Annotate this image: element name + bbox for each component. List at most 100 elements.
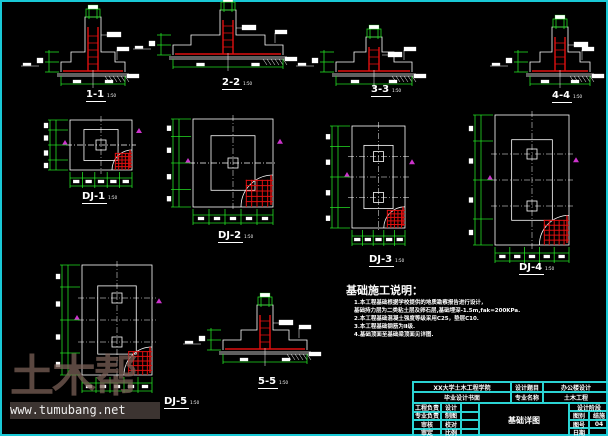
drawing-scale: 1:50 [243, 81, 253, 86]
section-2-2 [133, 0, 298, 71]
cut-line [111, 149, 133, 171]
major-label: 专业名称 [511, 392, 543, 403]
column-dim [552, 18, 568, 28]
plan-DJ-4 [468, 111, 579, 263]
callout-text [573, 41, 589, 48]
title-block-field-value [461, 420, 479, 429]
drawing-title: DJ-3 [369, 254, 393, 265]
meta-value: 04 [589, 419, 608, 429]
school-name: XX大学土木工程学院 [413, 382, 511, 392]
section-mark-icon [487, 175, 493, 180]
callout-text [581, 46, 595, 52]
footing-outline [172, 9, 284, 55]
callout-text [106, 31, 122, 38]
soil-hatch [270, 58, 276, 66]
soil-hatch [124, 75, 130, 83]
soil-hatch [286, 353, 292, 361]
soil-hatch [294, 353, 300, 361]
drawing-scale: 1:50 [108, 195, 118, 200]
drawing-title: 4-4 [552, 90, 571, 101]
section-mark-icon [185, 158, 191, 163]
note-line: 1.本工程基础根据学校提供的地质勘察报告进行设计， [354, 299, 487, 306]
topic-label: 设计题目 [511, 382, 543, 392]
cut-line [123, 346, 153, 376]
dim-text [43, 150, 49, 156]
dim-text [110, 179, 117, 184]
drawing-scale: 1:50 [279, 380, 289, 385]
stage-label: 设计阶段 [569, 403, 608, 412]
soil-hatch [266, 58, 272, 66]
dim-text [540, 79, 550, 84]
soil-hatch [585, 75, 591, 83]
dim-text [213, 216, 221, 221]
footing-outline [529, 26, 591, 72]
construction-notes: 基础施工说明： 1.本工程基础根据学校提供的地质勘察报告进行设计， 基础持力层为… [346, 284, 520, 339]
dim-text [113, 384, 121, 389]
dim-text [505, 57, 513, 64]
major-value: 土木工程 [543, 392, 608, 403]
dim-text [514, 254, 521, 259]
section-mark-icon [573, 157, 579, 163]
drawing-title: 5-5 [258, 376, 277, 387]
section-mark-icon [74, 315, 80, 320]
dim-text [325, 215, 331, 221]
callout-text [403, 46, 417, 52]
dim-text [311, 57, 319, 64]
dim-text [99, 384, 107, 389]
dim-text [55, 301, 61, 307]
drawing-title: DJ-1 [82, 191, 106, 202]
drawing-title: DJ-5 [164, 396, 188, 407]
title-block-field-label: 校对 [441, 420, 461, 429]
dim-text [281, 357, 291, 362]
soil-hatch [116, 75, 122, 83]
column-dim [85, 8, 101, 18]
title-block: XX大学土木工程学院 毕业设计书面 设计题目 办公楼设计 专业名称 土木工程 工… [412, 381, 608, 436]
dim-text [261, 216, 269, 221]
section-mark-icon [62, 140, 68, 145]
dim-text [55, 334, 61, 340]
soil-hatch [306, 353, 312, 361]
dim-text [141, 384, 149, 389]
meta-label: 日期 [569, 428, 589, 436]
dim-text [85, 179, 92, 184]
soil-hatch [581, 75, 587, 83]
soil-hatch [282, 58, 288, 66]
callout-text [591, 73, 605, 79]
drawing-title: 1-1 [86, 89, 105, 100]
column-dim [257, 296, 273, 306]
topic-value: 办公楼设计 [543, 382, 608, 392]
dim-text [222, 0, 234, 3]
soil-hatch [302, 353, 308, 361]
dim-text [148, 40, 156, 47]
dim-text [570, 79, 580, 84]
note-line: 4.基础顶面至基础梁顶面见详图. [354, 331, 434, 338]
meta-label: 图号 [569, 419, 589, 429]
dim-text [72, 79, 82, 84]
column-dim [366, 28, 382, 38]
drawing-scale: 1:50 [545, 266, 555, 271]
dim-text [385, 237, 393, 242]
dim-text [196, 62, 205, 67]
dim-text [73, 179, 80, 184]
drawing-title: 2-2 [222, 77, 241, 88]
elevation-text [297, 62, 307, 66]
notes-title: 基础施工说明： [346, 284, 423, 297]
callout-text [241, 24, 257, 31]
note-line: 3.本工程基础钢筋为Ⅱ级. [354, 323, 416, 330]
drawing-title: DJ-2 [218, 230, 242, 241]
dim-text [43, 122, 49, 129]
drawing-name: 基础详图 [479, 403, 569, 436]
dim-text [55, 361, 61, 368]
dim-text [166, 147, 172, 153]
dim-text [375, 237, 382, 242]
drawing-scale: 1:50 [244, 234, 254, 239]
dim-text [325, 190, 331, 196]
title-block-field-label: 专业负责 [413, 411, 441, 421]
